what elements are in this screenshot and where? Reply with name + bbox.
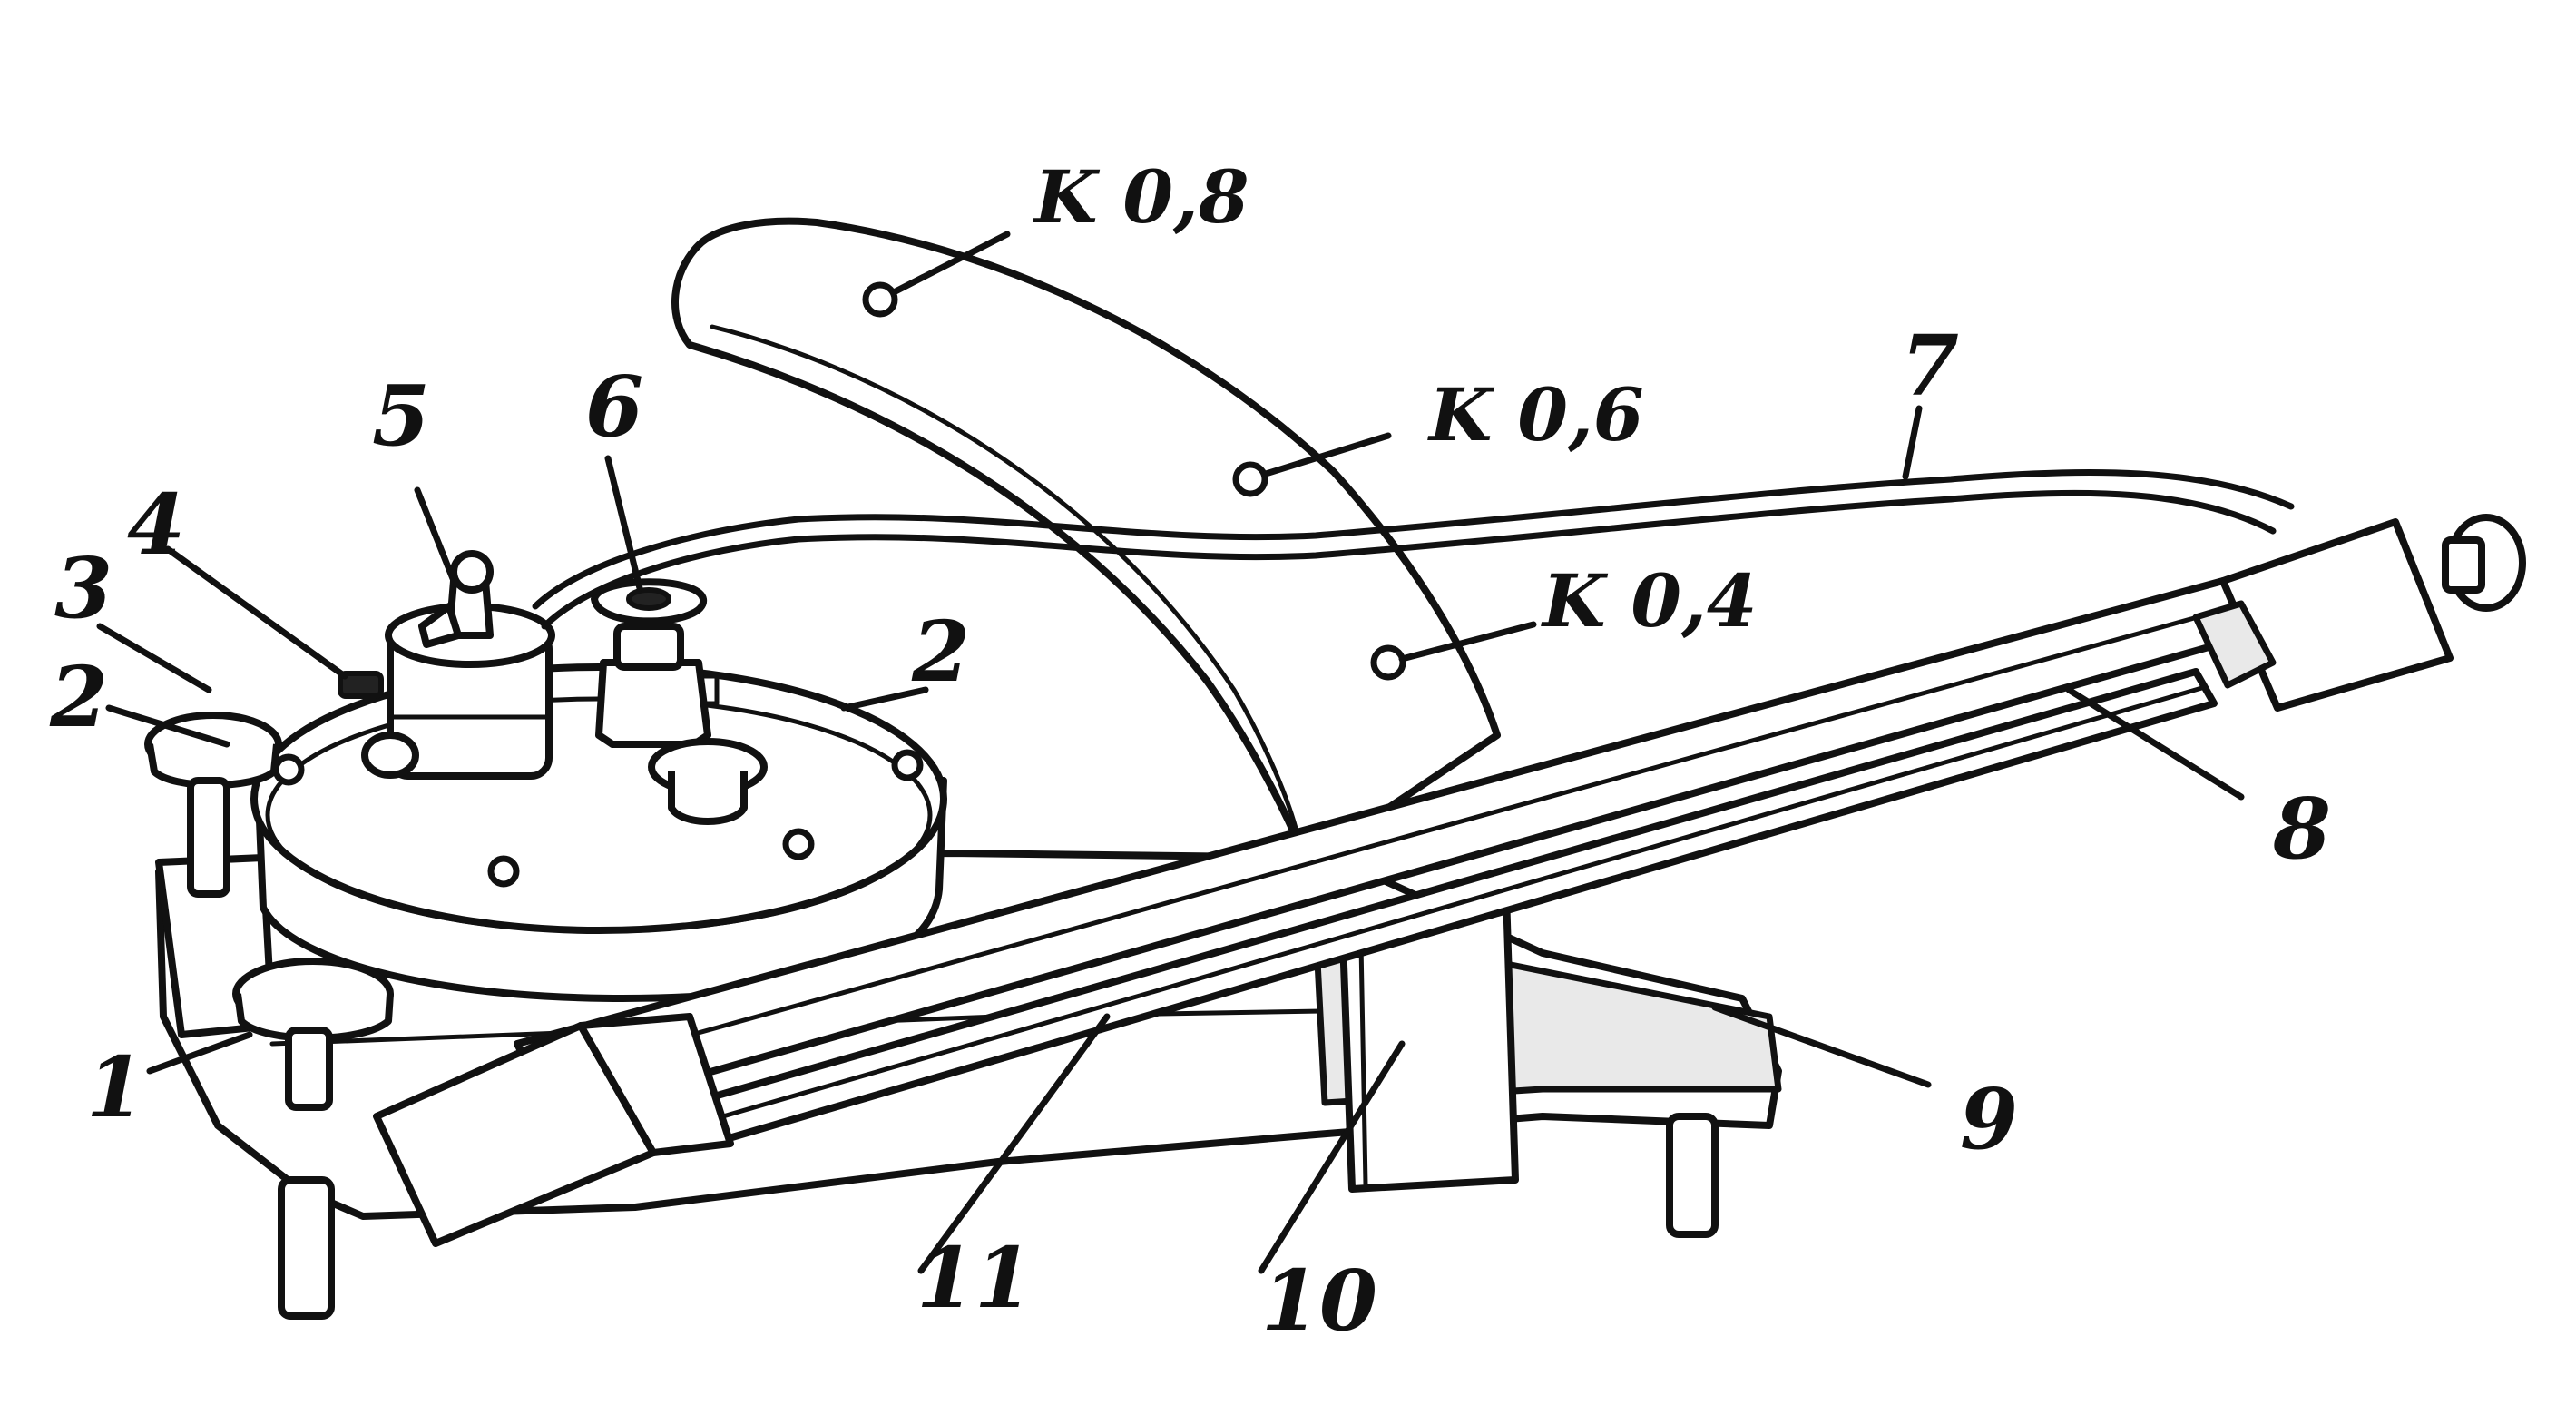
label-9: 9 [1960,1070,2018,1168]
valve-tap [361,732,419,779]
inclined-tube [373,514,2526,1247]
hole-k06 [1232,461,1268,497]
label-4: 4 [127,476,185,574]
leg-left [278,1176,335,1320]
arc-scale [671,217,1501,866]
label-5: 5 [372,367,430,465]
label-2-left: 2 [49,648,108,746]
leg-right [1666,1113,1719,1238]
rubber-hose [532,468,2295,630]
label-11: 11 [916,1229,1033,1327]
valve-assembly [338,550,555,780]
label-3: 3 [54,539,113,637]
leader-lines [96,231,2245,1274]
label-10: 10 [1261,1252,1377,1350]
label-8: 8 [2272,780,2331,878]
hole-k04 [1370,644,1406,681]
hole-k08 [862,281,898,318]
lid-knob [648,738,768,825]
fitting [591,578,711,748]
label-7: 7 [1901,317,1959,415]
label-k06: K 0,6 [1427,372,1644,457]
label-k08: K 0,8 [1033,154,1249,240]
label-k04: K 0,4 [1541,558,1758,644]
labels: K 0,8 K 0,6 K 0,4 7 8 9 10 11 1 2 2 3 4 … [49,154,2331,1350]
screw-knob-bottom [232,958,394,1111]
label-1: 1 [86,1038,144,1136]
label-6: 6 [585,358,643,456]
label-2-right: 2 [911,603,970,701]
